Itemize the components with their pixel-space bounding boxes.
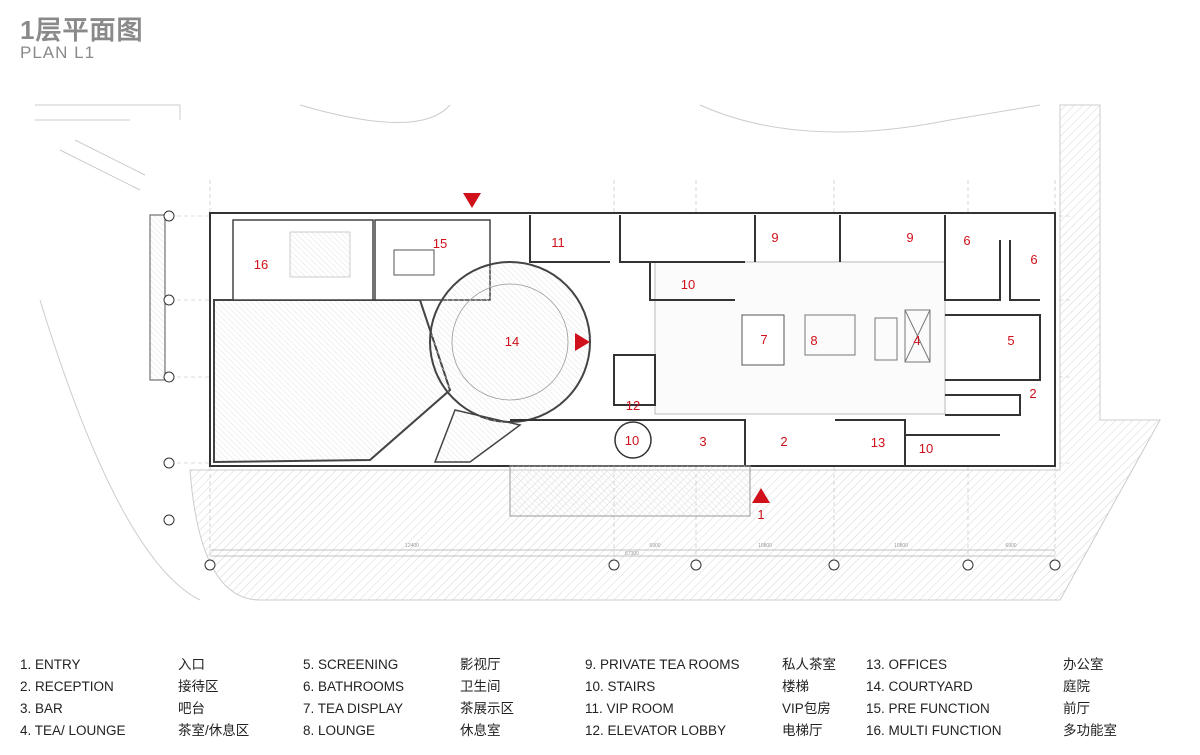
legend-item-zh: 休息室 bbox=[460, 723, 501, 738]
site-context bbox=[35, 104, 1041, 601]
legend-item-zh: 电梯厅 bbox=[782, 723, 823, 738]
room-label: 7 bbox=[760, 332, 767, 347]
floor-plan: 12400 6900 10800 10800 6900 67300 16 15 … bbox=[35, 104, 1161, 601]
legend-column-2-zh: 影视厅 卫生间 茶展示区 休息室 bbox=[460, 654, 514, 742]
legend-item: 16. MULTI FUNCTION bbox=[866, 723, 1002, 738]
legend-item-zh: VIP包房 bbox=[782, 701, 831, 716]
dim-label: 6900 bbox=[1005, 543, 1016, 549]
sidewalk-hatch bbox=[189, 104, 1161, 601]
room-label: 10 bbox=[681, 277, 695, 292]
legend-item: 11. VIP ROOM bbox=[585, 701, 674, 716]
dim-label: 10800 bbox=[894, 543, 908, 549]
legend-item-zh: 茶室/休息区 bbox=[178, 723, 250, 738]
room-label: 4 bbox=[913, 333, 920, 348]
reception-desk bbox=[393, 249, 435, 276]
stair-void bbox=[904, 309, 931, 363]
room-label: 6 bbox=[963, 233, 970, 248]
legend-item-zh: 卫生间 bbox=[460, 679, 501, 694]
legend-item: 1. ENTRY bbox=[20, 657, 81, 672]
legend-column-3: 9. PRIVATE TEA ROOMS 10. STAIRS 11. VIP … bbox=[585, 654, 740, 742]
legend-item-zh: 多功能室 bbox=[1063, 723, 1117, 738]
room-label: 3 bbox=[699, 434, 706, 449]
legend-column-3-zh: 私人茶室 楼梯 VIP包房 电梯厅 bbox=[782, 654, 836, 742]
legend-item: 4. TEA/ LOUNGE bbox=[20, 723, 126, 738]
legend-item: 2. RECEPTION bbox=[20, 679, 114, 694]
legend-item-zh: 私人茶室 bbox=[782, 657, 836, 672]
legend-column-1-zh: 入口 接待区 吧台 茶室/休息区 bbox=[178, 654, 249, 742]
legend-item: 15. PRE FUNCTION bbox=[866, 701, 990, 716]
legend-item: 10. STAIRS bbox=[585, 679, 656, 694]
room-label: 12 bbox=[626, 398, 640, 413]
room-label: 11 bbox=[551, 235, 565, 250]
room-label: 15 bbox=[433, 236, 447, 251]
page-title: 1层平面图 bbox=[20, 15, 144, 45]
exterior-stair bbox=[149, 214, 166, 381]
room-label: 13 bbox=[871, 435, 885, 450]
courtyard-inner-ring bbox=[451, 283, 569, 401]
legend-item-zh: 茶展示区 bbox=[460, 701, 514, 716]
legend-item-zh: 影视厅 bbox=[460, 657, 501, 672]
room-label: 9 bbox=[771, 230, 778, 245]
entry-arrow-north bbox=[463, 193, 481, 208]
grid-bubbles bbox=[163, 210, 1061, 571]
room-label: 9 bbox=[906, 230, 913, 245]
room-label: 14 bbox=[505, 334, 519, 349]
dim-label: 6900 bbox=[649, 543, 660, 549]
legend-column-4-zh: 办公室 庭院 前厅 多功能室 bbox=[1063, 654, 1117, 742]
tea-display-table bbox=[741, 314, 785, 366]
room-label: 10 bbox=[919, 441, 933, 456]
room-label: 2 bbox=[780, 434, 787, 449]
dim-label-total: 67300 bbox=[625, 551, 639, 557]
legend-item-zh: 庭院 bbox=[1063, 679, 1090, 694]
spiral-stair bbox=[614, 421, 652, 459]
legend-item: 13. OFFICES bbox=[866, 657, 948, 672]
legend-item: 6. BATHROOMS bbox=[303, 679, 405, 694]
room-label: 5 bbox=[1007, 333, 1014, 348]
interior-walls bbox=[510, 215, 1041, 466]
dim-label: 12400 bbox=[405, 543, 419, 549]
tea-lounge-table bbox=[874, 317, 898, 361]
lounge-hall bbox=[654, 261, 946, 415]
legend-item: 12. ELEVATOR LOBBY bbox=[585, 723, 727, 738]
page-subtitle: PLAN L1 bbox=[20, 43, 96, 62]
legend-column-2: 5. SCREENING 6. BATHROOMS 7. TEA DISPLAY… bbox=[303, 654, 404, 742]
legend-column-1: 1. ENTRY 2. RECEPTION 3. BAR 4. TEA/ LOU… bbox=[20, 654, 126, 742]
legend-item-zh: 前厅 bbox=[1063, 701, 1090, 716]
room-label: 10 bbox=[625, 433, 639, 448]
dim-label: 10800 bbox=[758, 543, 772, 549]
entry-arrow-courtyard bbox=[575, 333, 590, 351]
room-label: 16 bbox=[254, 257, 268, 272]
lounge-sofa bbox=[804, 314, 856, 356]
legend-item-zh: 入口 bbox=[178, 657, 205, 672]
room-label: 1 bbox=[757, 507, 764, 522]
legend-item: 8. LOUNGE bbox=[303, 723, 376, 738]
seating-grid bbox=[289, 231, 351, 278]
courtyard-pavilion bbox=[433, 409, 522, 463]
legend-item-zh: 办公室 bbox=[1063, 657, 1104, 672]
entry-arrow-south bbox=[752, 488, 770, 503]
legend-item-zh: 楼梯 bbox=[782, 679, 809, 694]
legend-column-4: 13. OFFICES 14. COURTYARD 15. PRE FUNCTI… bbox=[866, 654, 1002, 742]
entry-plaza bbox=[509, 465, 751, 517]
legend-item: 14. COURTYARD bbox=[866, 679, 973, 694]
legend-item: 3. BAR bbox=[20, 701, 63, 716]
legend-item: 7. TEA DISPLAY bbox=[303, 701, 404, 716]
legend-item: 5. SCREENING bbox=[303, 657, 399, 672]
legend-item-zh: 吧台 bbox=[178, 701, 205, 716]
room-label: 6 bbox=[1030, 252, 1037, 267]
room-label: 8 bbox=[810, 333, 817, 348]
legend-item-zh: 接待区 bbox=[178, 679, 219, 694]
room-label: 2 bbox=[1029, 386, 1036, 401]
legend-item: 9. PRIVATE TEA ROOMS bbox=[585, 657, 740, 672]
